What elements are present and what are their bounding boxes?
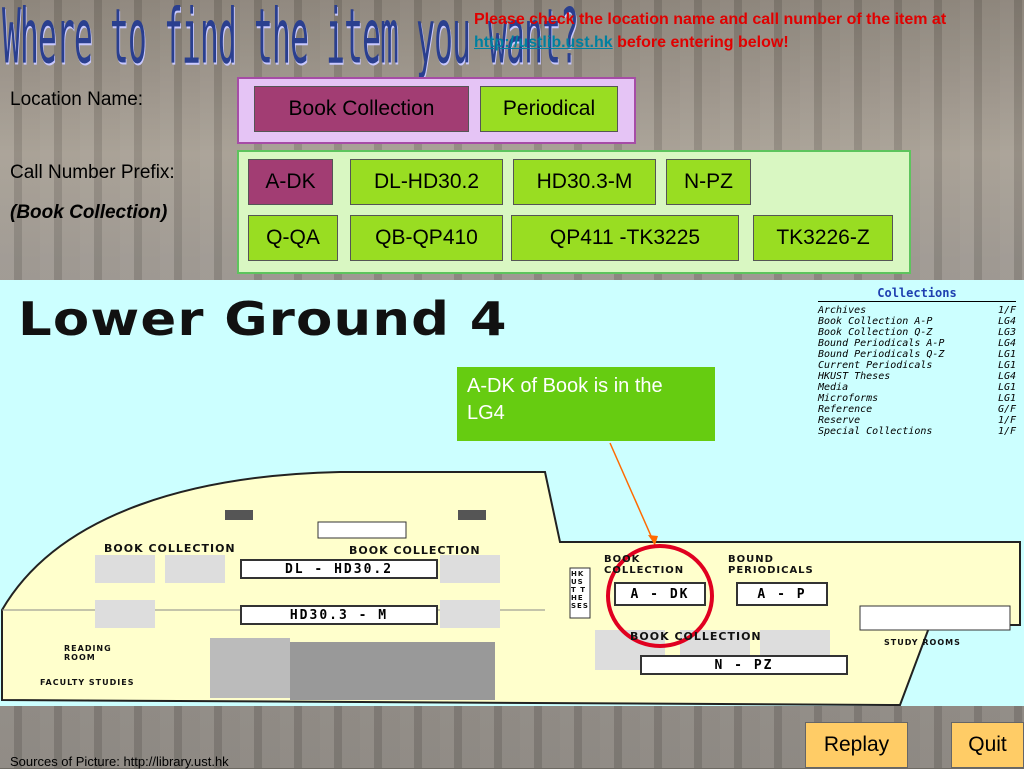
shelf-block <box>165 555 225 583</box>
notice-before: Please check the location name and call … <box>474 11 947 28</box>
study-rooms-block <box>859 605 1011 631</box>
shelf-a-p: A - P <box>736 582 828 606</box>
prefix-hd30-3-m-button[interactable]: HD30.3-M <box>513 159 656 205</box>
location-book-collection-button[interactable]: Book Collection <box>254 86 469 132</box>
window-icon <box>225 510 253 520</box>
callout-pointer <box>609 442 656 546</box>
location-callout: A-DK of Book is in the LG4 <box>457 367 715 441</box>
theses-block <box>569 567 591 619</box>
core-block <box>210 638 290 698</box>
book-collection-label: BOOK COLLECTION <box>604 554 685 576</box>
core-block <box>290 642 495 700</box>
book-collection-label: BOOK COLLECTION <box>104 542 236 555</box>
notice-text: Please check the location name and call … <box>474 8 1014 54</box>
bound-periodicals-label: BOUND PERIODICALS <box>728 554 814 576</box>
faculty-studies-label: FACULTY STUDIES <box>40 678 135 687</box>
shelf-hd30-3-m: HD30.3 - M <box>240 605 438 625</box>
notice-after: before entering below! <box>612 34 789 51</box>
quit-button[interactable]: Quit <box>951 722 1024 768</box>
book-collection-label: BOOK COLLECTION <box>630 630 762 643</box>
prefix-label: Call Number Prefix: <box>10 162 175 183</box>
shelf-block <box>440 600 500 628</box>
study-rooms-label: STUDY ROOMS <box>884 638 961 647</box>
shelf-n-pz: N - PZ <box>640 655 848 675</box>
callout-arrowhead <box>648 535 658 545</box>
prefix-tk3226-z-button[interactable]: TK3226-Z <box>753 215 893 261</box>
prefix-n-pz-button[interactable]: N-PZ <box>666 159 751 205</box>
shelf-block <box>95 555 155 583</box>
prefix-qp411-tk3225-button[interactable]: QP411 -TK3225 <box>511 215 739 261</box>
floor-outline <box>0 471 1021 706</box>
prefix-q-qa-button[interactable]: Q-QA <box>248 215 338 261</box>
floor-title: Lower Ground 4 <box>18 292 508 346</box>
picture-source: Sources of Picture: http://library.ust.h… <box>10 754 229 769</box>
floor-plan <box>0 442 1021 706</box>
prefix-a-dk-button[interactable]: A-DK <box>248 159 333 205</box>
prefix-dl-hd30-2-button[interactable]: DL-HD30.2 <box>350 159 503 205</box>
window-icon <box>458 510 486 520</box>
prefix-sublabel: (Book Collection) <box>10 202 168 223</box>
shelf-dl-hd30-2: DL - HD30.2 <box>240 559 438 579</box>
prefix-qb-qp410-button[interactable]: QB-QP410 <box>350 215 503 261</box>
replay-button[interactable]: Replay <box>805 722 908 768</box>
location-label: Location Name: <box>10 89 144 110</box>
shelf-block <box>95 600 155 628</box>
location-periodical-button[interactable]: Periodical <box>480 86 618 132</box>
reading-room-label: READING ROOM <box>64 644 112 662</box>
theses-label: HKUST THESES <box>571 570 589 610</box>
stairs <box>317 521 407 539</box>
shelf-block <box>440 555 500 583</box>
legend-title: Collections <box>818 286 1016 302</box>
book-collection-label: BOOK COLLECTION <box>349 544 481 557</box>
shelf-a-dk: A - DK <box>614 582 706 606</box>
location-highlight-circle <box>606 544 714 648</box>
library-link[interactable]: http://ustlib.ust.hk <box>474 34 613 51</box>
